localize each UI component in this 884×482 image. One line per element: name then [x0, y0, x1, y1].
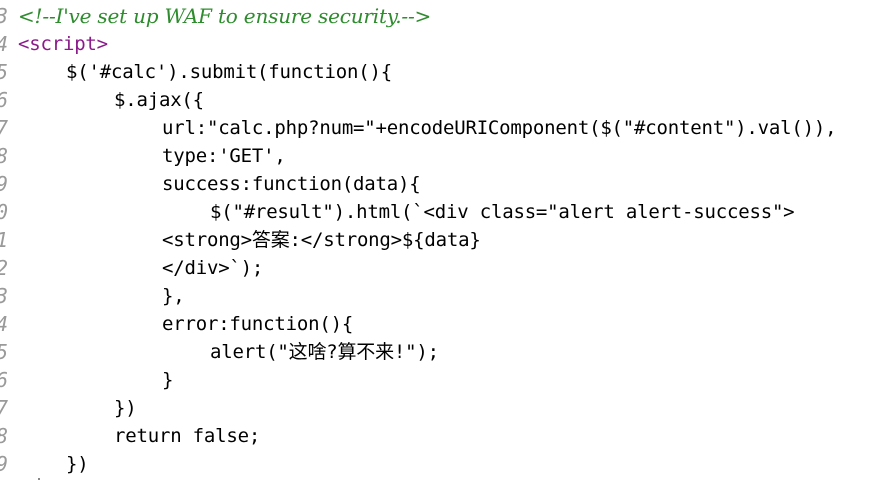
line-number: 5	[0, 58, 8, 86]
code-line: alert("这啥?算不来!");	[210, 341, 439, 363]
line-number: 7	[0, 114, 8, 142]
code-line: success:function(data){	[162, 173, 421, 195]
code-line: $.ajax({	[114, 89, 204, 111]
line-number: 7	[0, 394, 8, 422]
line-number-gutter: 3 4 5 6 7 8 9 0 1 2 3 4 5 6 7 8 9	[0, 0, 12, 482]
line-number: 0	[0, 198, 8, 226]
line-number: 2	[0, 254, 8, 282]
code-line: </div>`);	[162, 257, 264, 279]
code-line: error:function(){	[162, 313, 354, 335]
code-line: return false;	[114, 425, 261, 447]
code-line: $('#calc').submit(function(){	[66, 61, 392, 83]
line-number: 4	[0, 30, 8, 58]
code-line: $("#result").html(`<div class="alert ale…	[210, 201, 795, 223]
stray-dot	[38, 478, 40, 480]
line-number: 8	[0, 422, 8, 450]
line-number: 1	[0, 226, 8, 254]
code-line: url:"calc.php?num="+encodeURIComponent($…	[162, 117, 837, 139]
line-number: 9	[0, 450, 8, 478]
code-line: },	[162, 285, 185, 307]
line-number: 9	[0, 170, 8, 198]
line-number: 6	[0, 366, 8, 394]
code-line: })	[114, 397, 137, 419]
code-line: type:'GET',	[162, 145, 286, 167]
code-line-comment: <!--I've set up WAF to ensure security.-…	[18, 4, 432, 28]
line-number: 3	[0, 282, 8, 310]
line-number: 5	[0, 338, 8, 366]
code-line-script-tag: <script>	[18, 33, 108, 55]
line-number: 8	[0, 142, 8, 170]
code-line: })	[66, 453, 89, 475]
line-number: 3	[0, 2, 8, 30]
line-number: 6	[0, 86, 8, 114]
line-number: 4	[0, 310, 8, 338]
code-line: <strong>答案:</strong>${data}	[162, 229, 481, 251]
code-line: }	[162, 369, 174, 391]
